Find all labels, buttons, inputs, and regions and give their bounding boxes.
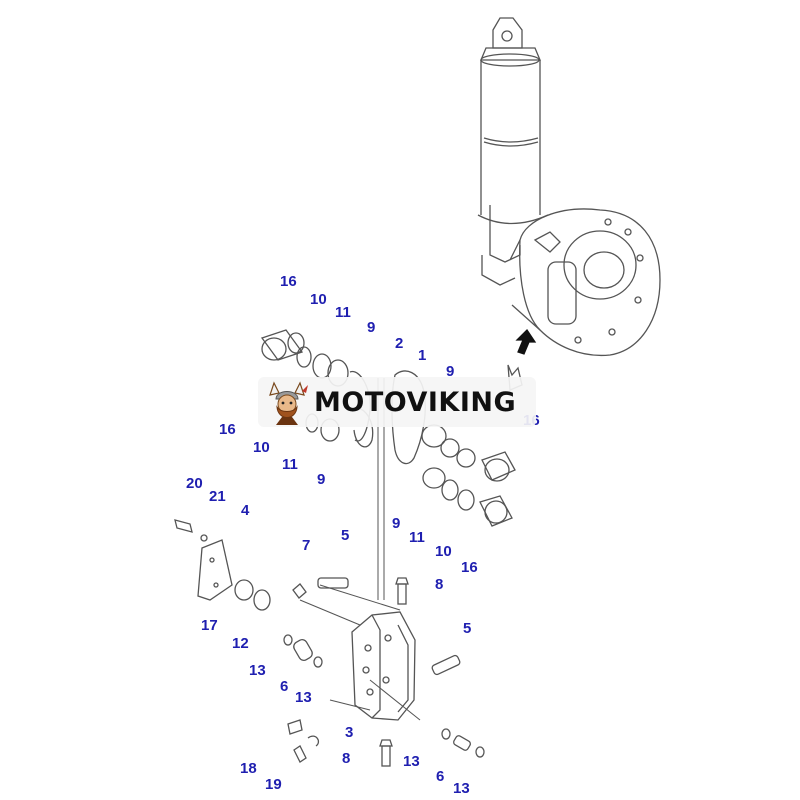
- right-part-stack: [421, 364, 523, 527]
- callout-13: 13: [249, 662, 266, 679]
- callout-11: 11: [282, 456, 298, 473]
- callout-9: 9: [367, 319, 376, 336]
- callout-2: 2: [395, 335, 404, 352]
- callout-1: 1: [418, 347, 427, 364]
- callout-6: 6: [436, 768, 445, 785]
- callout-6: 6: [280, 678, 289, 695]
- callout-10: 10: [253, 439, 270, 456]
- callout-21: 21: [209, 488, 226, 505]
- callout-18: 18: [240, 760, 257, 777]
- bolts-and-pins: [287, 577, 485, 767]
- callout-11: 11: [409, 529, 425, 546]
- direction-arrow: [515, 328, 537, 355]
- callout-8: 8: [342, 750, 351, 767]
- callout-20: 20: [186, 475, 203, 492]
- callout-13: 13: [295, 689, 312, 706]
- callout-16: 16: [461, 559, 478, 576]
- callout-10: 10: [435, 543, 452, 560]
- valve-body: [351, 611, 416, 721]
- brand-name: MOTOVIKING: [314, 386, 517, 418]
- callout-5: 5: [463, 620, 472, 637]
- callout-10: 10: [310, 291, 327, 308]
- guide-lines: [299, 378, 421, 721]
- callout-13: 13: [403, 753, 420, 770]
- callout-12: 12: [232, 635, 249, 652]
- callout-4: 4: [241, 502, 250, 519]
- callout-9: 9: [392, 515, 401, 532]
- callout-7: 7: [302, 537, 311, 554]
- callout-9: 9: [446, 363, 455, 380]
- callout-5: 5: [341, 527, 350, 544]
- callout-8: 8: [435, 576, 444, 593]
- callout-11: 11: [335, 304, 351, 321]
- housing: [509, 208, 661, 357]
- viking-logo-icon: [269, 381, 308, 425]
- cover-plate-assembly: [174, 519, 323, 668]
- callout-16: 16: [280, 273, 297, 290]
- cylinder-assembly: [477, 17, 549, 286]
- logo-banner: MOTOVIKING: [258, 377, 536, 427]
- callout-17: 17: [201, 617, 218, 634]
- callout-13: 13: [453, 780, 470, 797]
- callout-19: 19: [265, 776, 282, 793]
- callout-3: 3: [345, 724, 354, 741]
- callout-9: 9: [317, 471, 326, 488]
- callout-16: 16: [219, 421, 236, 438]
